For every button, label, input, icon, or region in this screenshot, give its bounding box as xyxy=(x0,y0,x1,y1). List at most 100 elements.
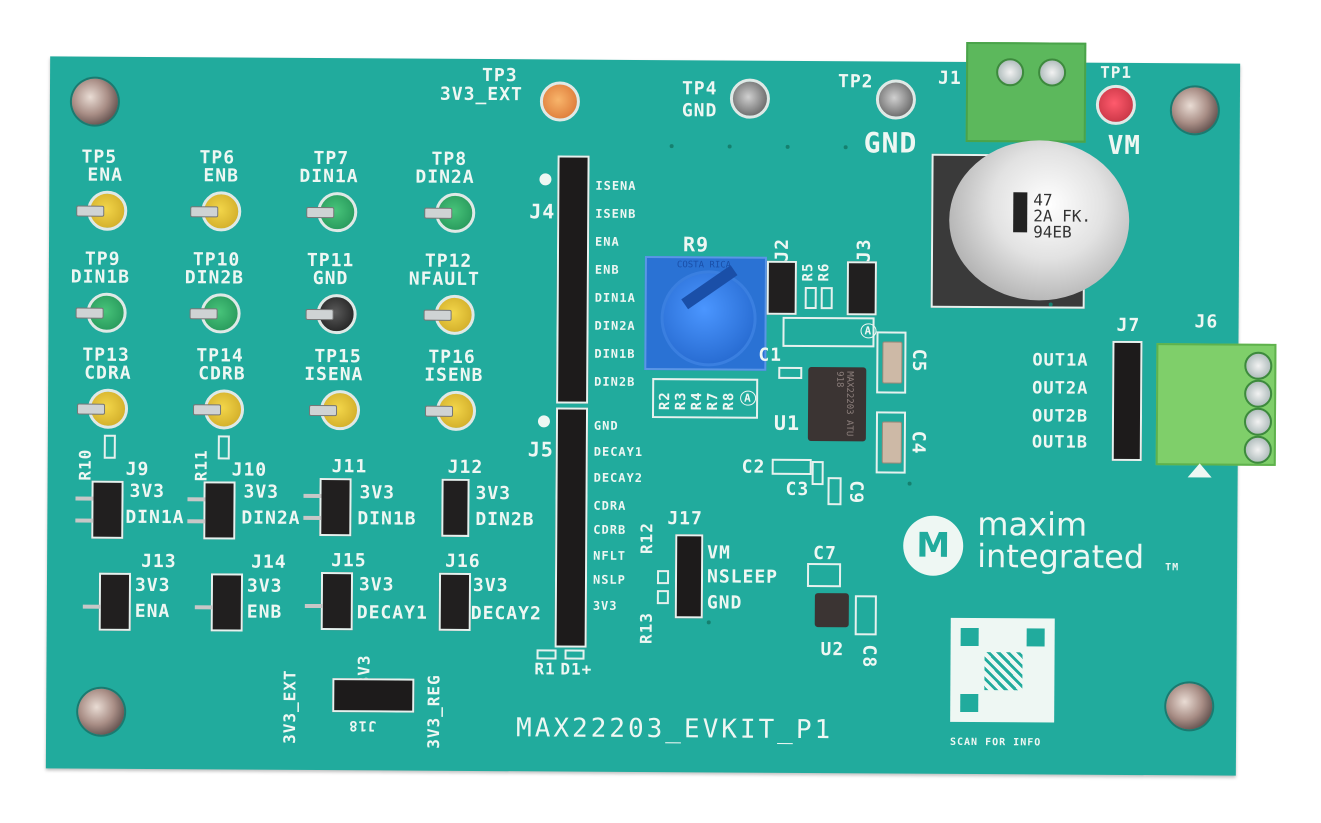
r9-label: R9 xyxy=(682,232,710,257)
j14-bottom-label: ENB xyxy=(246,601,283,623)
bulk-capacitor: 47 2A FK. 94EB xyxy=(948,139,1130,301)
j9-bottom-label: DIN1A xyxy=(125,506,185,529)
j6-screw-3[interactable] xyxy=(1243,407,1273,436)
j6-screw-4[interactable] xyxy=(1243,435,1272,464)
r5-label: R5 xyxy=(800,262,817,282)
via xyxy=(669,144,674,149)
test-point-tp4[interactable] xyxy=(729,78,771,119)
j6-label: J6 xyxy=(1194,311,1219,333)
j7-pin-3: OUT2B xyxy=(1031,406,1089,427)
j17-label: J17 xyxy=(667,508,703,530)
header-j5[interactable] xyxy=(554,407,589,648)
j13-label: J13 xyxy=(141,550,177,573)
header-j7[interactable] xyxy=(1111,340,1143,462)
j13-bottom-label: ENA xyxy=(134,600,171,623)
capacitor-c5 xyxy=(882,341,903,384)
tp7-label: DIN1A xyxy=(299,165,359,188)
j18-label-3v3-ext: 3V3_EXT xyxy=(279,669,300,744)
regulator-ic-u2 xyxy=(814,593,849,628)
c7-label: C7 xyxy=(813,543,837,565)
j10-top-label: 3V3 xyxy=(243,481,280,503)
test-point-tp5[interactable] xyxy=(76,190,128,231)
j6-screw-2[interactable] xyxy=(1244,379,1273,408)
j10-bottom-label: DIN2A xyxy=(241,507,301,529)
r3-label: R3 xyxy=(673,391,690,411)
test-point-tp10[interactable] xyxy=(189,293,241,334)
qr-code[interactable] xyxy=(950,617,1055,723)
jumper-j10[interactable] xyxy=(187,481,236,540)
via xyxy=(785,144,790,149)
jumper-j13[interactable] xyxy=(82,572,132,631)
j18-label-3v3-reg: 3V3_REG xyxy=(423,674,444,749)
test-point-tp1[interactable] xyxy=(1095,84,1137,126)
c9-label: C9 xyxy=(845,480,867,505)
tp11-label: GND xyxy=(312,267,349,290)
j5-pin-4: CDRA xyxy=(593,498,627,513)
test-point-tp2[interactable] xyxy=(875,79,917,120)
capacitor-c2 xyxy=(771,458,812,476)
r11-label: R11 xyxy=(191,449,211,482)
jumper-j16[interactable] xyxy=(438,572,472,631)
test-point-tp6[interactable] xyxy=(190,191,242,232)
qr-caption: SCAN FOR INFO xyxy=(949,736,1042,749)
j1-screw-1[interactable] xyxy=(996,58,1025,87)
jumper-j3[interactable] xyxy=(846,261,877,316)
driver-ic-u1: MAX22203 ATU 918 xyxy=(807,367,867,442)
jumper-j11[interactable] xyxy=(303,478,352,537)
j16-bottom-label: DECAY2 xyxy=(470,602,542,625)
j9-label: J9 xyxy=(125,458,150,480)
test-point-tp8[interactable] xyxy=(424,192,476,233)
potentiometer-r9[interactable]: COSTA RICA xyxy=(644,256,767,371)
j1-screw-2[interactable] xyxy=(1038,58,1067,87)
logo-text-integrated: integrated xyxy=(977,537,1145,577)
test-point-tp9[interactable] xyxy=(75,292,127,333)
jumper-j14[interactable] xyxy=(194,573,244,632)
jumper-j9[interactable] xyxy=(75,480,124,539)
tp12-label: NFAULT xyxy=(408,268,480,291)
test-point-tp16[interactable] xyxy=(424,390,477,431)
header-j18[interactable] xyxy=(332,678,415,713)
j7-label: J7 xyxy=(1116,314,1141,337)
capacitor-c1 xyxy=(778,366,803,379)
capacitor-c8 xyxy=(854,595,877,636)
test-point-tp14[interactable] xyxy=(192,389,245,430)
j14-top-label: 3V3 xyxy=(246,575,283,597)
led-d1 xyxy=(564,649,585,660)
jumper-j12[interactable] xyxy=(441,478,470,537)
j7-pin-1: OUT1A xyxy=(1032,350,1089,371)
test-point-tp11[interactable] xyxy=(305,294,357,335)
c8-label: C8 xyxy=(858,644,880,669)
j6-screw-1[interactable] xyxy=(1244,351,1273,380)
header-j17[interactable] xyxy=(674,534,704,619)
j12-top-label: 3V3 xyxy=(475,482,512,505)
pcb-board: TP3 3V3_EXT TP4 GND TP2 GND J1 TP1 VM 47… xyxy=(45,41,1277,776)
d1-label: D1+ xyxy=(560,659,593,679)
test-point-tp3[interactable] xyxy=(539,81,581,122)
maxim-logo-icon: M xyxy=(903,515,964,576)
j15-bottom-label: DECAY1 xyxy=(356,602,428,624)
header-j4[interactable] xyxy=(556,155,590,404)
test-point-tp13[interactable] xyxy=(76,388,129,429)
j11-bottom-label: DIN1B xyxy=(357,508,417,530)
j6-terminal-block[interactable] xyxy=(1155,343,1277,466)
test-point-tp7[interactable] xyxy=(306,192,358,233)
jumper-j2[interactable] xyxy=(766,260,797,315)
test-point-tp15[interactable] xyxy=(308,390,361,431)
mounting-screw-bottom-left xyxy=(78,688,125,735)
via xyxy=(1048,302,1053,307)
r8-label: R8 xyxy=(721,391,738,411)
tp3-id: TP3 xyxy=(482,65,518,87)
j4-pin-2: ISENB xyxy=(595,206,637,221)
j11-label: J11 xyxy=(331,456,368,478)
j1-terminal-block[interactable] xyxy=(965,41,1087,143)
tp1-id: TP1 xyxy=(1100,62,1133,82)
tp2-id: TP2 xyxy=(837,71,874,93)
test-point-tp12[interactable] xyxy=(423,294,475,335)
j5-pin-2: DECAY1 xyxy=(593,444,644,460)
mounting-screw-bottom-right xyxy=(1166,683,1213,730)
tp6-label: ENB xyxy=(203,165,240,187)
jumper-j15[interactable] xyxy=(304,572,354,631)
u1-label: U1 xyxy=(773,410,801,435)
j5-label: J5 xyxy=(527,437,554,462)
j13-top-label: 3V3 xyxy=(134,574,171,597)
